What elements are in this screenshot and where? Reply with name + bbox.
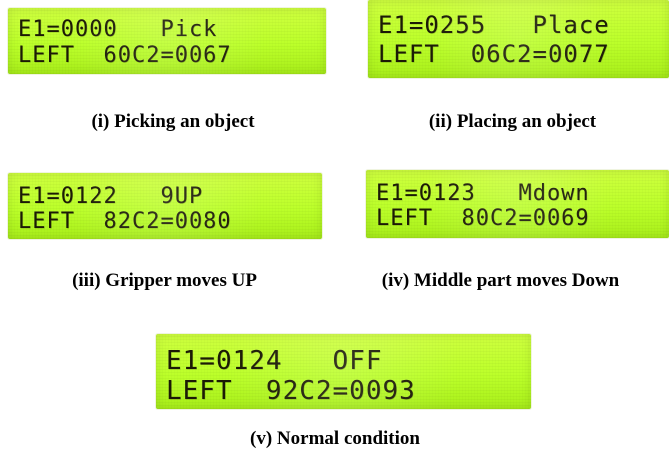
- lcd-row-2: LEFT 92C2=0093: [166, 376, 416, 406]
- lcd-row-1: E1=0122 9UP: [18, 184, 204, 209]
- lcd-row-2: LEFT 80C2=0069: [376, 206, 590, 231]
- lcd-display-panel-middle-down: E1=0123 Mdown LEFT 80C2=0069: [366, 170, 669, 238]
- lcd-row-1: E1=0123 Mdown: [376, 181, 590, 206]
- caption-gripper-moves-up: (iii) Gripper moves UP: [72, 270, 257, 291]
- lcd-row-2: LEFT 82C2=0080: [18, 209, 232, 234]
- lcd-display-panel-gripper-up: E1=0122 9UP LEFT 82C2=0080: [8, 173, 322, 239]
- lcd-display-panel-normal: E1=0124 OFF LEFT 92C2=0093: [156, 334, 531, 409]
- lcd-display-panel-place: E1=0255 Place LEFT 06C2=0077: [368, 0, 669, 78]
- caption-picking-object: (i) Picking an object: [91, 111, 255, 132]
- caption-normal-condition: (v) Normal condition: [250, 428, 420, 449]
- lcd-row-2: LEFT 06C2=0077: [378, 40, 610, 68]
- caption-placing-object: (ii) Placing an object: [428, 111, 597, 132]
- lcd-row-1: E1=0000 Pick: [18, 17, 218, 42]
- lcd-display-panel-pick: E1=0000 Pick LEFT 60C2=0067: [8, 8, 326, 74]
- lcd-row-1: E1=0124 OFF: [166, 346, 383, 376]
- lcd-row-1: E1=0255 Place: [378, 11, 610, 39]
- caption-middle-part-moves-down: (iv) Middle part moves Down: [381, 270, 620, 291]
- lcd-row-2: LEFT 60C2=0067: [18, 43, 232, 68]
